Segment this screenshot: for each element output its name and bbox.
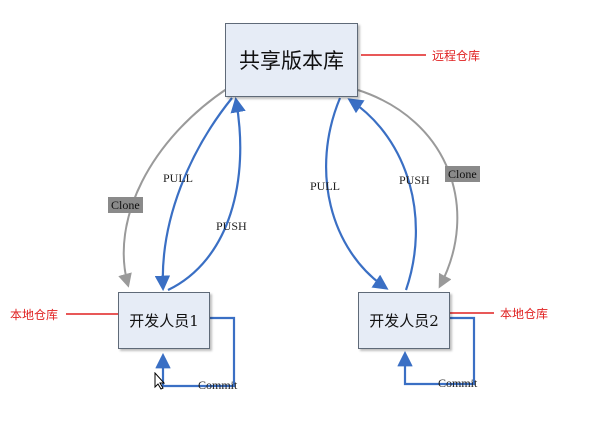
push-label-right: PUSH	[399, 173, 430, 187]
push-label-left: PUSH	[216, 219, 247, 233]
pull-label-left: PULL	[163, 171, 193, 185]
mouse-cursor-icon	[154, 372, 166, 390]
developer-2-node: 开发人员2	[358, 292, 450, 349]
commit-loop-right	[397, 316, 476, 386]
pull-arrow-left	[154, 97, 233, 292]
commit-label-left: Commit	[198, 378, 238, 392]
developer-2-label: 开发人员2	[369, 312, 439, 330]
clone-label-left: Clone	[108, 197, 143, 213]
commit-loop-left	[155, 316, 236, 388]
local-repo-annotation-left: 本地仓库	[10, 308, 59, 322]
shared-repo-node: 共享版本库	[225, 23, 358, 97]
push-arrow-right	[347, 98, 417, 291]
remote-repo-annotation: 远程仓库	[432, 49, 481, 63]
pull-arrow-right	[324, 97, 389, 290]
commit-label-right: Commit	[438, 376, 478, 390]
local-repo-annotation-right: 本地仓库	[500, 307, 549, 321]
clone-arrow-left	[118, 87, 229, 288]
clone-label-right: Clone	[445, 166, 480, 182]
developer-1-label: 开发人员1	[129, 312, 199, 330]
push-arrow-left	[167, 96, 246, 291]
shared-repo-label: 共享版本库	[239, 49, 344, 73]
developer-1-node: 开发人员1	[118, 292, 210, 349]
pull-label-right: PULL	[310, 179, 340, 193]
